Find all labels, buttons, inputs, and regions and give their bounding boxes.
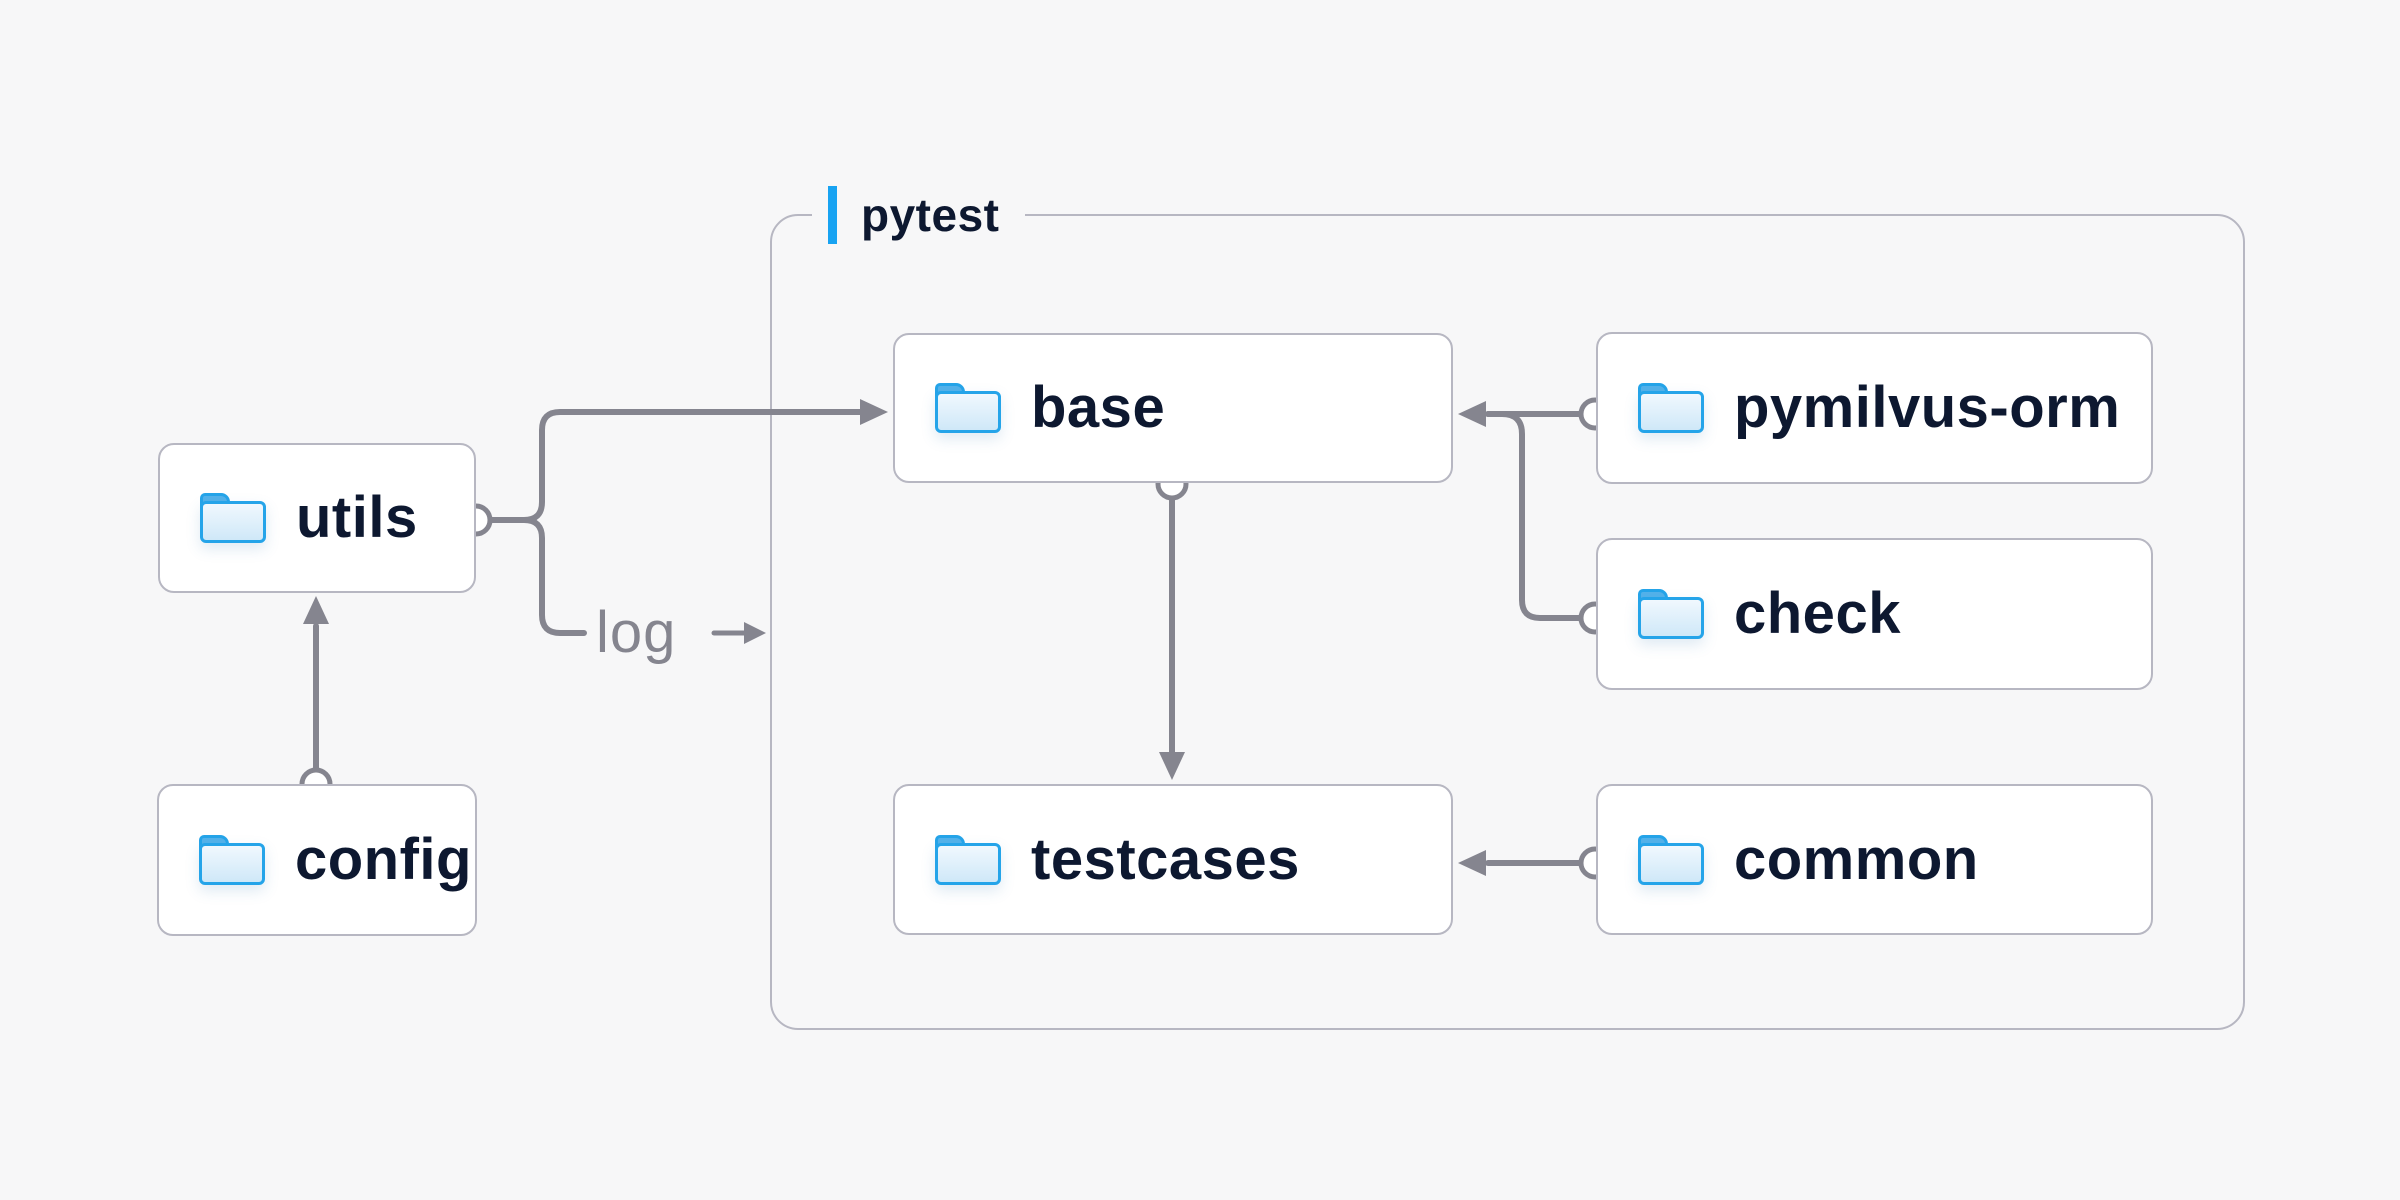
node-label: base — [1031, 375, 1166, 440]
accent-bar-icon — [828, 186, 837, 244]
node-common: common — [1596, 784, 2153, 935]
node-label: pymilvus-orm — [1734, 375, 2121, 440]
folder-icon — [1638, 383, 1704, 433]
group-pytest-label: pytest — [812, 182, 1026, 248]
node-label: testcases — [1031, 826, 1300, 892]
folder-icon — [935, 834, 1001, 885]
folder-icon — [200, 493, 266, 543]
arrowhead-up-utils — [303, 596, 329, 624]
group-pytest-border — [770, 214, 2245, 1030]
folder-icon — [1638, 589, 1704, 639]
group-title: pytest — [861, 189, 1000, 241]
node-base: base — [893, 333, 1453, 483]
node-testcases: testcases — [893, 784, 1453, 935]
folder-icon — [935, 383, 1001, 433]
edge-label-log: log — [596, 600, 677, 665]
edge-utils-to-log — [521, 517, 587, 636]
node-label: utils — [296, 485, 418, 550]
node-label: config — [295, 827, 472, 892]
node-config: config — [157, 784, 477, 936]
node-pymilvus-orm: pymilvus-orm — [1596, 332, 2153, 484]
node-check: check — [1596, 538, 2153, 690]
folder-icon — [199, 835, 265, 885]
node-label: common — [1734, 826, 1979, 892]
arrowhead-right-log — [744, 622, 766, 644]
folder-icon — [1638, 834, 1704, 885]
node-label: check — [1734, 581, 1901, 646]
node-utils: utils — [158, 443, 476, 593]
